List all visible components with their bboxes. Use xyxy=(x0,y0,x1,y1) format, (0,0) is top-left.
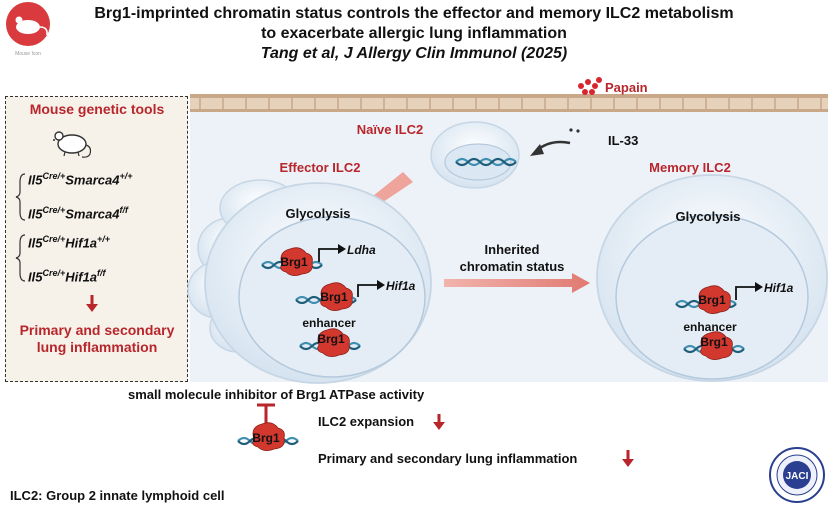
mouse-genetic-tools-panel xyxy=(5,96,188,382)
outcome-line2: lung inflammation xyxy=(36,339,158,355)
inflammation-down-arrow-icon xyxy=(622,450,634,467)
genotype-hif1a-wt: Il5Cre/+Hif1a+/+ xyxy=(28,234,111,251)
jaci-seal-icon: JACI xyxy=(769,447,825,503)
citation: Tang et al, J Allergy Clin Immunol (2025… xyxy=(260,45,568,62)
memory-brg1-enhancer-label: Brg1 xyxy=(700,335,728,349)
inherited-arrow xyxy=(444,273,590,293)
effector-brg1-ldha-label: Brg1 xyxy=(280,255,308,269)
papain-label: Papain xyxy=(605,80,648,95)
expansion-down-arrow-icon xyxy=(433,414,445,430)
effector-brg1-enhancer-label: Brg1 xyxy=(317,332,345,346)
title-line1: Brg1-imprinted chromatin status controls… xyxy=(94,5,734,22)
naive-ilc2-label: Naïve ILC2 xyxy=(357,122,423,137)
genotype-smarca4-ff: Il5Cre/+Smarca4f/f xyxy=(28,205,128,222)
memory-brg1-hif1a-label: Brg1 xyxy=(698,293,726,307)
memory-hif1a-label: Hif1a xyxy=(764,281,794,295)
panel-heading: Mouse genetic tools xyxy=(29,101,165,117)
ldha-promoter-arrow-icon xyxy=(318,248,339,262)
title-line2: to exacerbate allergic lung inflammation xyxy=(261,25,567,42)
effector-glycolysis-label: Glycolysis xyxy=(285,206,350,221)
ilc2-expansion-label: ILC2 expansion xyxy=(318,414,414,429)
mouse-logo-icon: Mouse Icon xyxy=(6,2,50,57)
ldha-label: Ldha xyxy=(347,243,376,257)
memory-ilc2-label: Memory ILC2 xyxy=(649,160,731,175)
effector-hif1a-promoter-arrow-icon xyxy=(357,284,378,297)
inherited-line2: chromatin status xyxy=(460,259,565,274)
memory-glycolysis-label: Glycolysis xyxy=(675,209,740,224)
effector-brg1-hif1a-label: Brg1 xyxy=(320,290,348,304)
effector-hif1a-label: Hif1a xyxy=(386,279,416,293)
footnote: ILC2: Group 2 innate lymphoid cell xyxy=(10,488,225,503)
papain-particles-icon xyxy=(578,77,602,95)
mouse-icon xyxy=(53,131,92,158)
effector-ilc2-label: Effector ILC2 xyxy=(280,160,361,175)
il33-label: IL-33 xyxy=(608,133,638,148)
inhibitor-label: small molecule inhibitor of Brg1 ATPase … xyxy=(128,387,425,402)
logo-caption: Mouse Icon xyxy=(15,51,41,57)
inflammation-label: Primary and secondary lung inflammation xyxy=(318,451,577,466)
genotype-smarca4-wt: Il5Cre/+Smarca4+/+ xyxy=(28,171,133,188)
outcome-line1: Primary and secondary xyxy=(19,322,175,338)
down-arrow-icon xyxy=(86,295,98,312)
effector-enhancer-label: enhancer xyxy=(302,316,356,330)
memory-hif1a-promoter-arrow-icon xyxy=(735,286,756,300)
memory-enhancer-label: enhancer xyxy=(683,320,737,334)
epithelium-membrane xyxy=(190,94,828,112)
genotype-braces xyxy=(15,173,26,282)
jaci-seal-text: JACI xyxy=(786,471,809,482)
inherited-line1: Inherited xyxy=(485,242,540,257)
panel-outcome: Primary and secondary lung inflammation xyxy=(5,322,189,356)
inhibitor-brg1-label: Brg1 xyxy=(252,431,280,445)
genotype-hif1a-ff: Il5Cre/+Hif1af/f xyxy=(28,268,106,285)
